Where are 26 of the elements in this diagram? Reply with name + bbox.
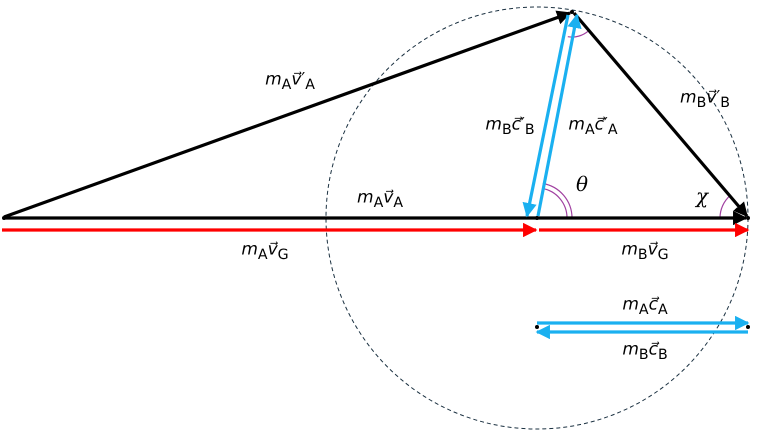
vector-label: m$_{B}$c⃗′$_{B}$ bbox=[484, 116, 536, 138]
vector-label: m$_{A}$v⃗$_{A}$ bbox=[356, 188, 404, 212]
vector-label: m$_{A}$v⃗$_{G}$ bbox=[240, 240, 290, 264]
vector-point bbox=[2, 216, 6, 220]
vector-label: m$_{B}$v⃗′$_{B}$ bbox=[679, 88, 731, 112]
vector-point bbox=[535, 216, 539, 220]
vector-arrow bbox=[536, 324, 748, 340]
vector-arrow bbox=[539, 222, 750, 238]
vector-label: m$_{B}$v⃗$_{G}$ bbox=[620, 240, 670, 264]
vector-label: m$_{A}$c⃗′$_{A}$ bbox=[567, 116, 619, 138]
vector-arrow bbox=[2, 222, 538, 238]
vector-arrow bbox=[4, 210, 748, 226]
vector-arrow bbox=[537, 316, 750, 330]
vector-arrow bbox=[536, 14, 582, 216]
vector-label: m$_{A}$v⃗′$_{A}$ bbox=[264, 70, 316, 94]
vector-point bbox=[570, 10, 574, 14]
vector-label: m$_{A}$c⃗$_{A}$ bbox=[621, 296, 669, 318]
vector-point bbox=[746, 325, 750, 329]
vector-label: m$_{B}$c⃗$_{B}$ bbox=[621, 340, 669, 364]
vector-arrow bbox=[572, 12, 748, 218]
vector-point bbox=[535, 325, 539, 329]
angle-label: θ bbox=[576, 174, 588, 194]
vector-point bbox=[746, 216, 750, 220]
angle-label: χ bbox=[696, 186, 708, 206]
vector-arrow bbox=[3, 10, 572, 218]
vector-arrow bbox=[522, 14, 570, 218]
